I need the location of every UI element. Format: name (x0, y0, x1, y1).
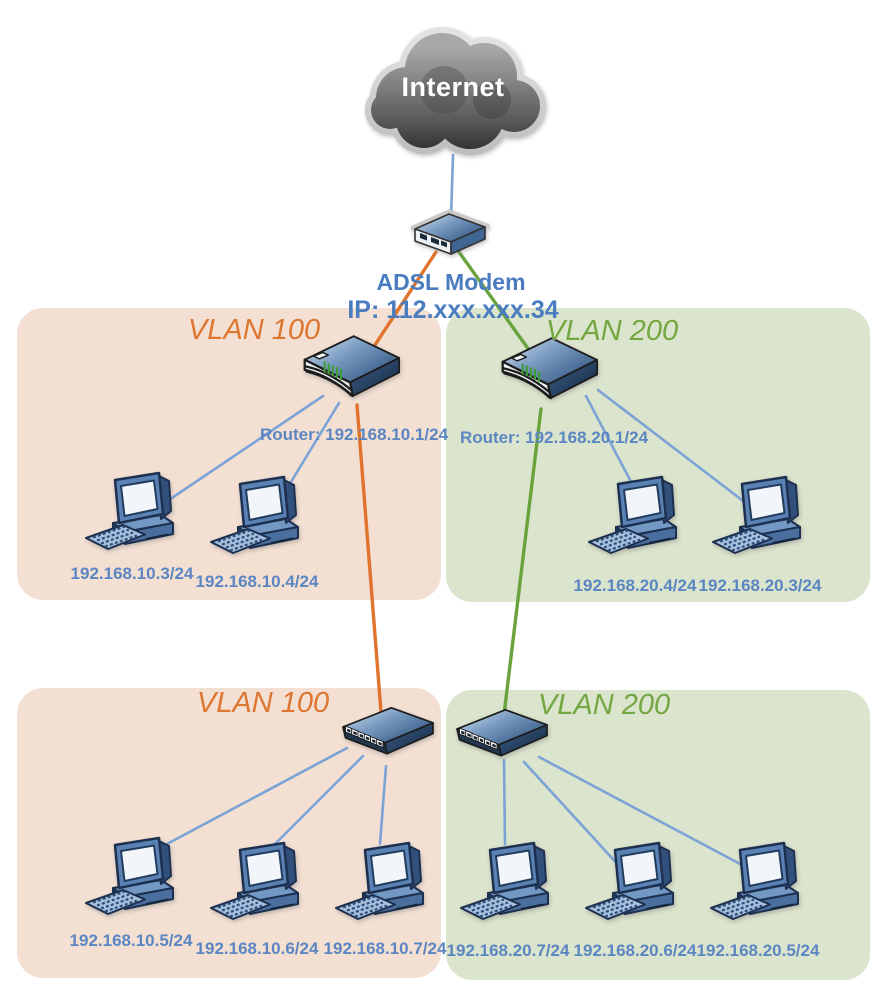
switch-vlan100-icon (342, 706, 434, 755)
modem-label: ADSL Modem (376, 269, 526, 295)
pc-icon-20-7 (459, 841, 550, 921)
router-vlan100-label: Router: 192.168.10.1/24 (259, 425, 449, 444)
adsl-modem-icon (413, 212, 487, 254)
link-modem-router200 (457, 250, 531, 352)
link-router100-switch100 (355, 403, 383, 714)
link-switch100-pc5 (165, 746, 349, 846)
modem-ip-label: IP: 112.xxx.xxx.34 (347, 296, 559, 324)
internet-cloud-icon (365, 27, 546, 155)
pc-icon-10-3 (84, 471, 175, 551)
host-ip-label-10-5: 192.168.10.5/24 (69, 931, 193, 950)
pc-icon-10-5 (84, 836, 175, 916)
host-ip-label-20-5: 192.168.20.5/24 (696, 941, 820, 960)
host-ip-label-20-3: 192.168.20.3/24 (698, 576, 822, 595)
link-modem-router100 (369, 250, 438, 353)
link-router200-switch200 (501, 407, 543, 725)
host-ip-label-10-6: 192.168.10.6/24 (195, 939, 319, 958)
internet-label: Internet (401, 72, 505, 102)
link-switch100-pc7 (378, 764, 388, 846)
link-switch100-pc6 (268, 754, 365, 851)
host-ip-label-10-3: 192.168.10.3/24 (70, 564, 194, 583)
link-router100-pc3 (161, 394, 325, 506)
link-internet-modem (449, 153, 455, 220)
link-switch200-pc7 (502, 758, 507, 846)
host-ip-label-20-4: 192.168.20.4/24 (573, 576, 697, 595)
link-router200-pc3 (596, 388, 753, 509)
pc-icon-20-6 (584, 841, 675, 921)
vlan100-bottom-label: VLAN 100 (196, 687, 330, 719)
vlan200-bottom-label: VLAN 200 (537, 689, 671, 721)
vlan100-top-label: VLAN 100 (187, 314, 321, 346)
pc-icon-20-4 (587, 475, 678, 555)
link-lines (161, 153, 753, 871)
pc-icon-10-7 (334, 841, 425, 921)
link-switch200-pc6 (522, 760, 624, 871)
switch-vlan200-icon (456, 708, 548, 757)
router-vlan200-label: Router: 192.168.20.1/24 (459, 428, 649, 447)
host-ip-label-20-6: 192.168.20.6/24 (573, 941, 697, 960)
pc-icon-10-6 (209, 841, 300, 921)
host-ip-label-20-7: 192.168.20.7/24 (446, 941, 570, 960)
host-ip-label-10-4: 192.168.10.4/24 (195, 572, 319, 591)
host-ip-label-10-7: 192.168.10.7/24 (323, 939, 447, 958)
pc-icon-10-4 (209, 475, 300, 555)
vlan200-top-label: VLAN 200 (545, 315, 679, 347)
link-switch200-pc5 (537, 755, 744, 867)
